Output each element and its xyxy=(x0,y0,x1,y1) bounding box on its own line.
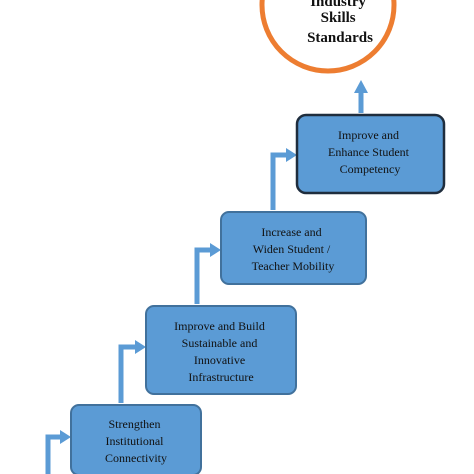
arrow-step-3-to-4-head xyxy=(286,148,297,162)
step-1-box xyxy=(70,404,202,474)
arrow-into-step-1-head xyxy=(60,430,71,444)
step-2-box xyxy=(145,305,297,395)
goal-label: Industry Skills Standards xyxy=(307,0,373,46)
step-3-line-2: Widen Student / xyxy=(253,242,331,256)
goal-line-3: Standards xyxy=(307,30,373,46)
goal-line-1: Industry xyxy=(310,0,366,10)
step-4-line-3: Competency xyxy=(340,162,401,176)
arrow-step-2-to-3-line xyxy=(194,247,212,304)
step-2-line-4: Infrastructure xyxy=(188,370,253,384)
step-1-line-1: Strengthen xyxy=(109,417,161,431)
step-3-label: Increase and Widen Student / Teacher Mob… xyxy=(252,225,335,273)
connector-arrows xyxy=(45,80,368,474)
step-4-line-2: Enhance Student xyxy=(328,145,410,159)
arrow-step-2-to-3-head xyxy=(210,243,221,257)
goal-line-2: Skills xyxy=(321,10,356,26)
arrow-step-1-to-2-line xyxy=(118,344,137,403)
step-4-line-1: Improve and xyxy=(338,128,399,142)
step-1-line-2: Institutional xyxy=(106,434,165,448)
step-box-sustainable-infrastructure: Improve and Build Sustainable and Innova… xyxy=(145,305,297,395)
step-1-line-3: Connectivity xyxy=(105,451,167,465)
step-3-line-3: Teacher Mobility xyxy=(252,259,335,273)
step-box-student-teacher-mobility: Increase and Widen Student / Teacher Mob… xyxy=(220,211,367,285)
step-1-label: Strengthen Institutional Connectivity xyxy=(105,417,167,465)
goal-node: Industry Skills Standards xyxy=(259,0,397,74)
step-4-box xyxy=(295,113,446,195)
step-box-institutional-connectivity: Strengthen Institutional Connectivity xyxy=(70,404,202,474)
step-2-label: Improve and Build Sustainable and Innova… xyxy=(174,319,268,384)
step-2-line-2: Sustainable and xyxy=(182,336,258,350)
arrow-into-step-1-line xyxy=(45,434,62,474)
step-box-student-competency: Improve and Enhance Student Competency xyxy=(295,113,446,195)
arrow-step-4-to-goal-head xyxy=(354,80,368,93)
arrow-step-3-to-4-line xyxy=(270,152,288,210)
arrow-step-1-to-2-head xyxy=(135,340,146,354)
step-2-line-3: Innovative xyxy=(194,353,245,367)
goal-circle xyxy=(259,0,397,74)
step-3-box xyxy=(220,211,367,285)
step-2-line-1: Improve and Build xyxy=(174,319,265,333)
step-4-label: Improve and Enhance Student Competency xyxy=(328,128,412,176)
step-3-line-1: Increase and xyxy=(261,225,321,239)
